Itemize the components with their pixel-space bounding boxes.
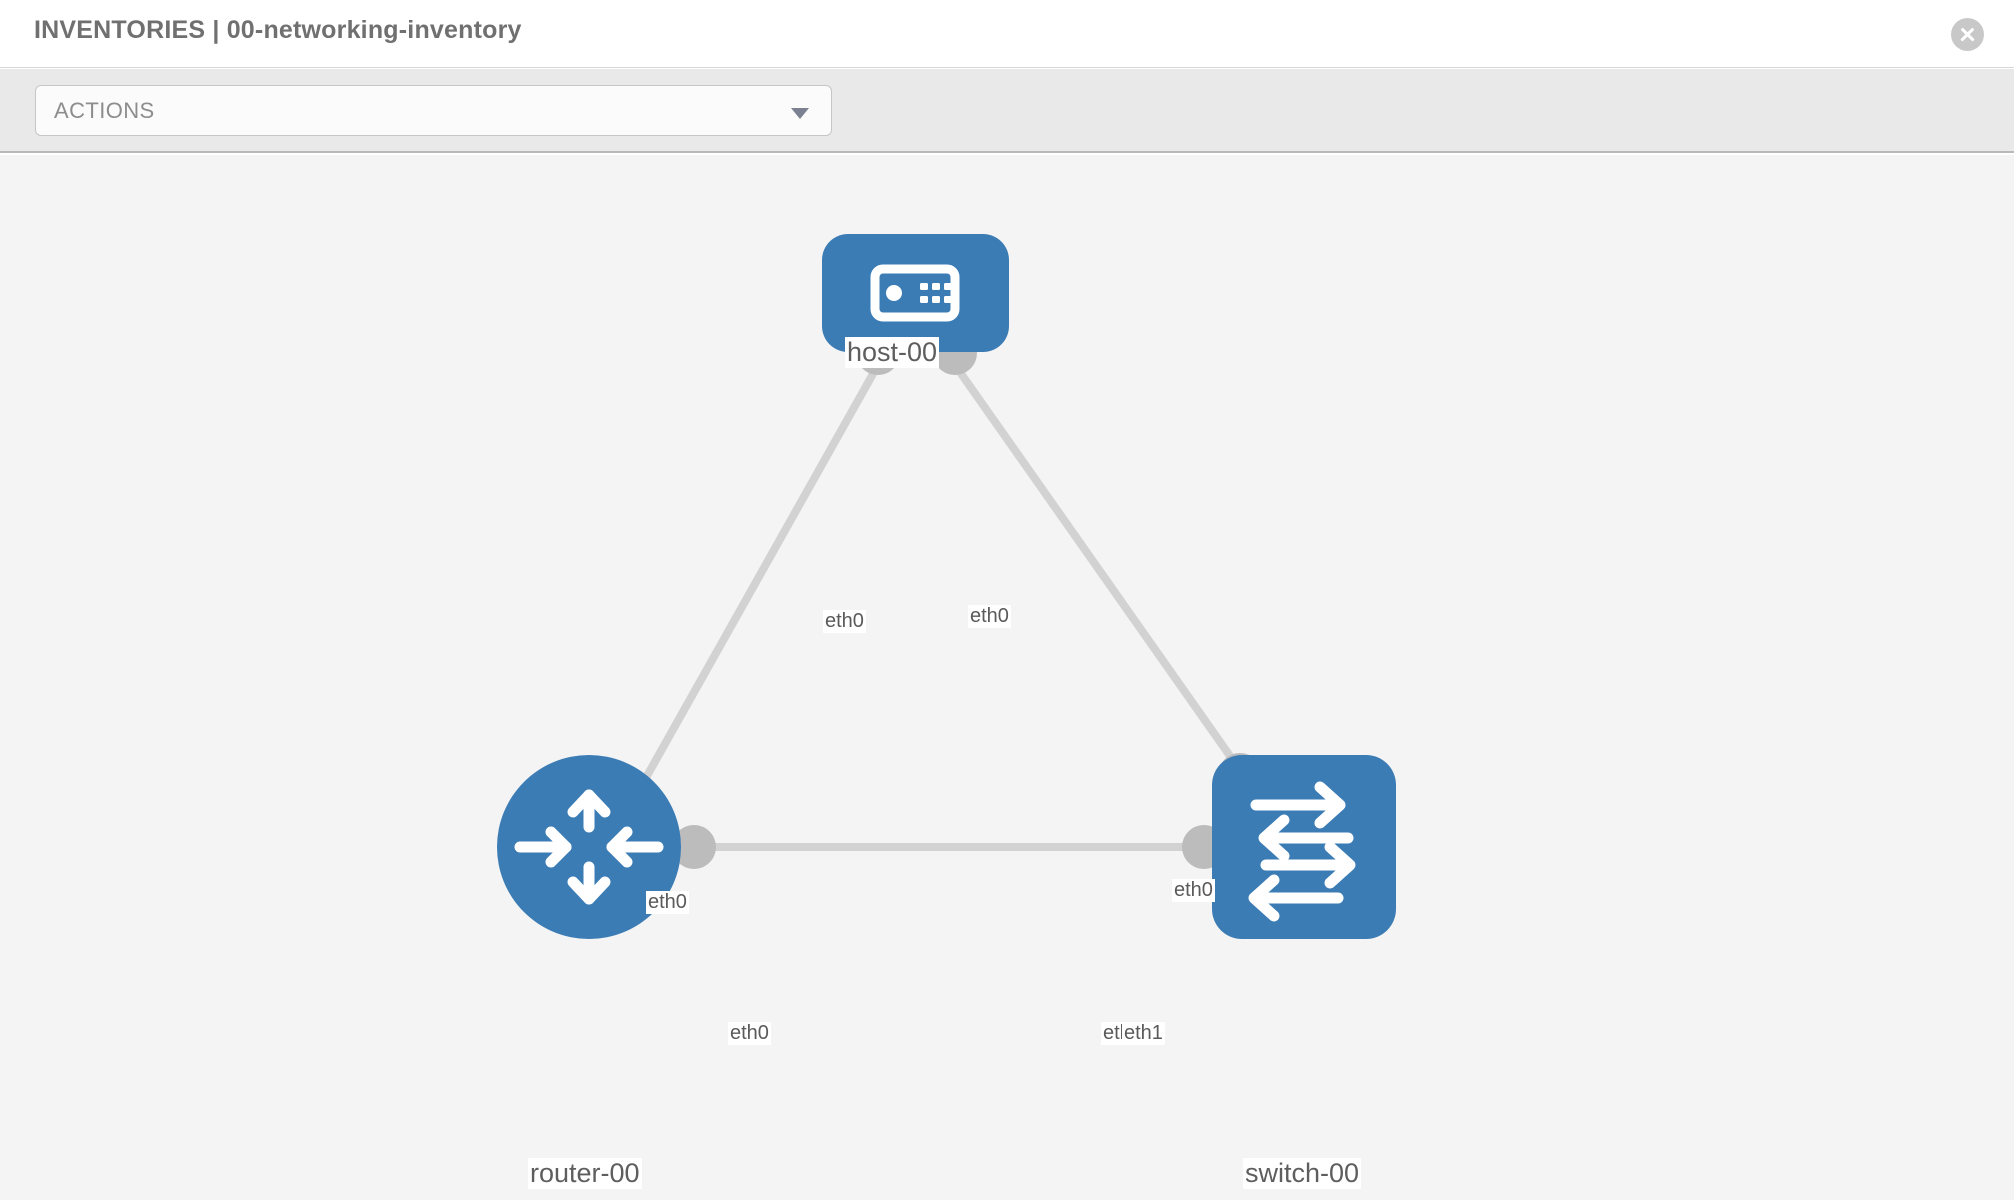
edge-host-switch[interactable] bbox=[951, 362, 1272, 813]
edge-host-router[interactable] bbox=[621, 363, 882, 817]
edge-label-switch-left-eth1[interactable]: eth1 bbox=[1122, 1022, 1165, 1045]
server-icon bbox=[870, 264, 960, 322]
chevron-down-icon bbox=[791, 108, 809, 119]
node-label-router-00[interactable]: router-00 bbox=[528, 1158, 642, 1189]
actions-dropdown[interactable]: ACTIONS bbox=[35, 85, 832, 136]
switch-arrows-icon bbox=[1248, 781, 1356, 922]
node-switch-00[interactable] bbox=[1212, 755, 1396, 939]
toolbar: ACTIONS SEARCH bbox=[0, 69, 2014, 206]
actions-dropdown-label: ACTIONS bbox=[54, 98, 155, 123]
server-icon-details bbox=[886, 283, 952, 303]
router-arrows-icon bbox=[514, 789, 664, 905]
endpoint-router-right[interactable] bbox=[672, 825, 716, 869]
node-label-switch-00[interactable]: switch-00 bbox=[1243, 1158, 1362, 1189]
edge-label-host-left-eth0[interactable]: eth0 bbox=[823, 610, 866, 633]
page-title: INVENTORIES | 00-networking-inventory bbox=[34, 16, 522, 44]
topology-graph bbox=[497, 234, 1396, 939]
edge-label-host-right-eth0[interactable]: eth0 bbox=[968, 605, 1011, 628]
node-router-00[interactable] bbox=[497, 755, 681, 939]
node-host-00[interactable] bbox=[822, 234, 1009, 352]
page-header: INVENTORIES | 00-networking-inventory bbox=[0, 0, 2014, 68]
edge-label-switch-up-eth0[interactable]: eth0 bbox=[1172, 879, 1215, 902]
edge-group bbox=[621, 362, 1272, 851]
close-icon[interactable] bbox=[1951, 18, 1984, 51]
edge-label-router-up-eth0[interactable]: eth0 bbox=[646, 891, 689, 914]
node-label-host-00[interactable]: host-00 bbox=[845, 337, 940, 368]
endpoint-group bbox=[672, 331, 1262, 869]
topology-canvas[interactable]: host-00 router-00 switch-00 eth0 eth0 et… bbox=[0, 155, 2014, 1200]
edge-label-router-right-eth0[interactable]: eth0 bbox=[728, 1022, 771, 1045]
